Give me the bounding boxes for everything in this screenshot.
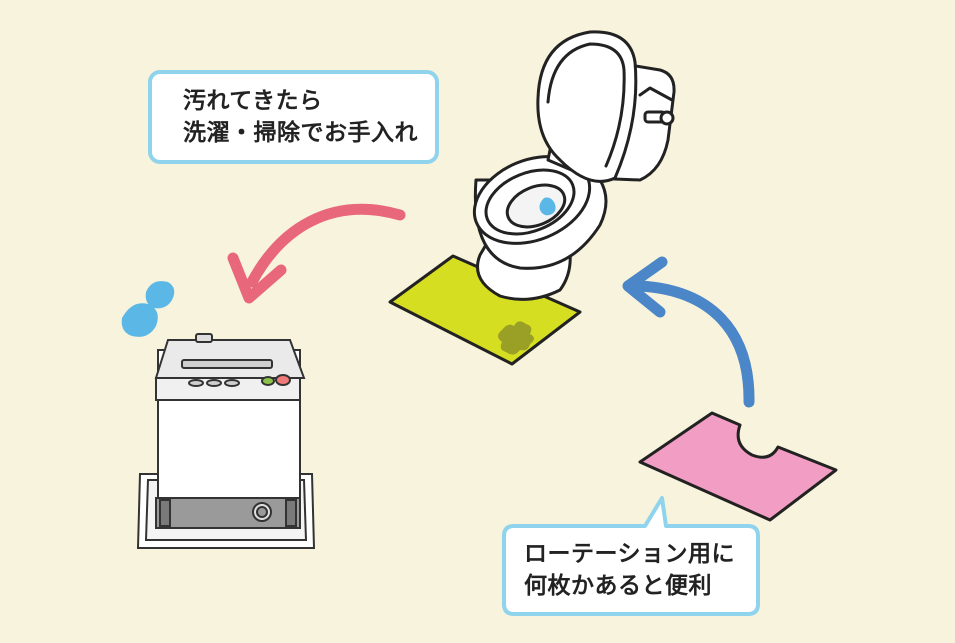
arrow-to-washer <box>227 203 406 304</box>
toilet-icon <box>472 30 676 301</box>
callout-wash-line2: 洗濯・掃除でお手入れ <box>183 120 418 146</box>
callout-wash-line1: 汚れてきたら <box>183 88 323 114</box>
washer-water-drops <box>121 281 175 337</box>
callout-rotation-line1: ローテーション用に <box>524 541 736 567</box>
callout-text-rotation: ローテーション用に 何枚かあると便利 <box>524 538 735 602</box>
arrow-to-toilet <box>622 256 755 408</box>
callout-text-wash: 汚れてきたら 洗濯・掃除でお手入れ <box>183 85 418 149</box>
spare-toilet-mat <box>638 411 838 522</box>
callout-rotation-line2: 何枚かあると便利 <box>524 573 712 599</box>
toilet-mat-in-use <box>388 254 582 366</box>
washing-machine-icon <box>136 333 316 549</box>
callout-bubble-wash <box>148 70 439 164</box>
callout-bubble-rotation <box>502 496 760 616</box>
stain-icon <box>498 321 534 355</box>
water-drop-icon <box>539 197 556 216</box>
